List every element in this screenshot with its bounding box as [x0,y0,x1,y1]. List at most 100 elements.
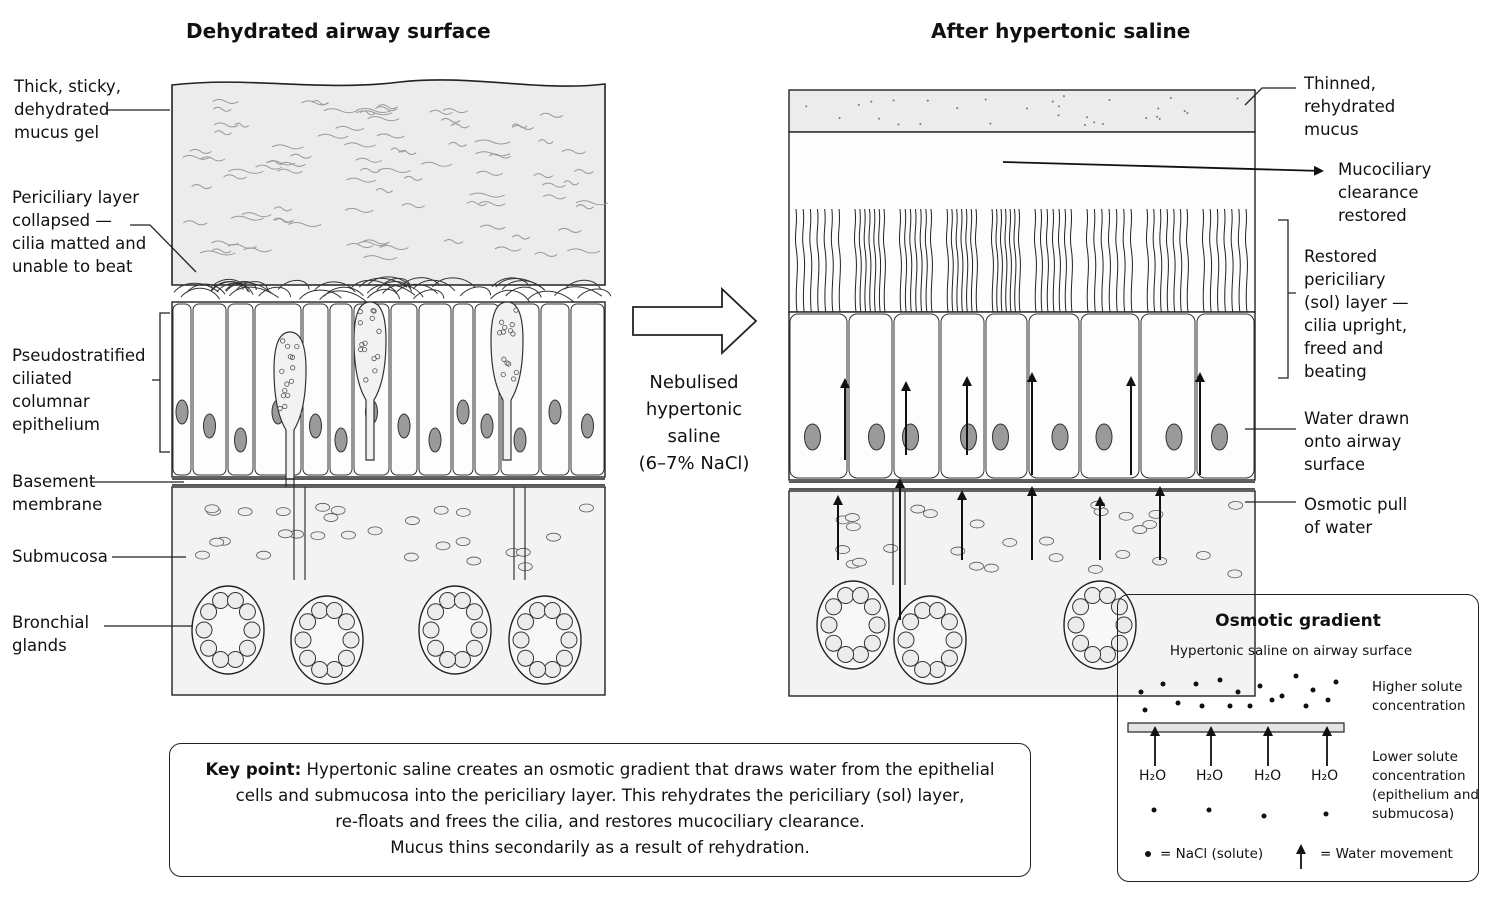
mucus-strand [538,139,554,145]
mucus-strand [346,243,374,249]
gland-cell [914,660,932,678]
mucus-strand [357,241,388,247]
columnar-cell [192,303,227,476]
fibroblast [1088,564,1103,574]
mucus-speck [1057,114,1060,117]
mucus-strand [476,170,504,176]
label-line: clearance [1338,183,1419,202]
fibroblast [1115,549,1131,559]
fibroblast [852,557,867,567]
gland-duct [892,491,906,585]
mucus-strand [211,248,232,254]
gland-cell [851,645,869,663]
matted-cilium [413,289,445,300]
columnar-cell [227,303,254,476]
gland-cell [1098,645,1116,663]
mucin-granule [375,354,381,360]
mucus-speck [1186,112,1189,115]
mucus-speck [1062,95,1065,98]
fibroblast [922,509,938,519]
legend-higher-solute: Higher solute concentration [1372,678,1466,716]
gland-cell [299,613,317,631]
matted-cilium [554,286,603,297]
mucus-strand [272,217,295,223]
label-line: unable to beat [12,257,133,276]
legend-subtitle: Hypertonic saline on airway surface [1169,643,1413,659]
label-line: mucus gel [14,123,100,142]
mucin-granule [513,307,519,313]
mucus-strand [287,221,322,227]
cilium [974,208,978,313]
mucus-speck [1236,97,1239,100]
mucus-strand [323,108,358,114]
solute-dot [1247,703,1253,709]
cilium [809,208,813,313]
mucus-strand [335,125,365,131]
columnar-cell [452,303,474,476]
cilium [1057,208,1061,313]
solute-dot [1325,697,1331,703]
mucin-granule [376,328,382,334]
label-line: epithelium [12,415,100,434]
cilium [1063,208,1067,313]
label-thinned-mucus: Thinned, rehydrated mucus [1304,72,1395,141]
gland-cell [897,631,915,649]
h2o-label: H₂O [1311,768,1339,784]
mucus-speck [878,117,881,120]
fibroblast [1132,525,1148,534]
goblet-cell [273,331,307,491]
cilium [794,208,798,313]
gland-cell [517,613,535,631]
cell-nucleus [804,423,821,451]
matted-cilium [180,287,221,300]
label-epithelium: Pseudostratified ciliated columnar epith… [12,344,145,436]
gland-cell [212,592,230,610]
cell-nucleus [548,399,562,425]
cilium [878,208,882,313]
cell-nucleus [1051,423,1069,451]
cell-nucleus [513,427,527,453]
cilium [830,208,834,313]
columnar-cell [1196,313,1255,479]
matted-cilium [459,286,492,297]
matted-cilium [173,282,219,293]
cilium [1152,208,1156,313]
cilium [853,208,857,313]
mucus-strand [558,227,582,233]
legend-nacl-key: = NaCl (solute) [1160,846,1264,862]
mucus-strand [234,122,250,128]
cell-nucleus [992,423,1009,451]
fibroblast [403,552,419,562]
mucin-granule [284,381,290,387]
right-periciliary-layer [788,131,1256,313]
label-line: collapsed — [12,211,112,230]
right-mucus-layer [788,89,1256,133]
gland-cell [529,660,547,678]
label-line: ciliated [12,369,73,388]
mucus-speck [926,99,929,102]
columnar-cell [1140,313,1196,479]
mucin-granule [280,393,287,399]
cell-nucleus [234,427,247,453]
mucus-strand [478,201,506,207]
mucin-granule [362,340,368,346]
columnar-cell [540,303,570,476]
fibroblast [204,504,220,514]
fibroblast [1195,551,1211,560]
solute-dot [1151,807,1157,813]
gland-cell [422,621,440,639]
mucus-strand [375,188,394,194]
mucin-granule [290,365,296,371]
label-line: (epithelium and [1372,787,1479,803]
mucus-strand [277,168,303,174]
solute-dot [1293,673,1299,679]
mucus-strand [494,246,522,252]
mucus-speck [919,122,922,125]
cilium [1045,208,1049,313]
gland-cell [200,603,218,621]
gland-cell [299,649,317,667]
mucus-strand [466,200,487,206]
mucin-granule [282,403,288,410]
gland-cell [439,650,457,668]
